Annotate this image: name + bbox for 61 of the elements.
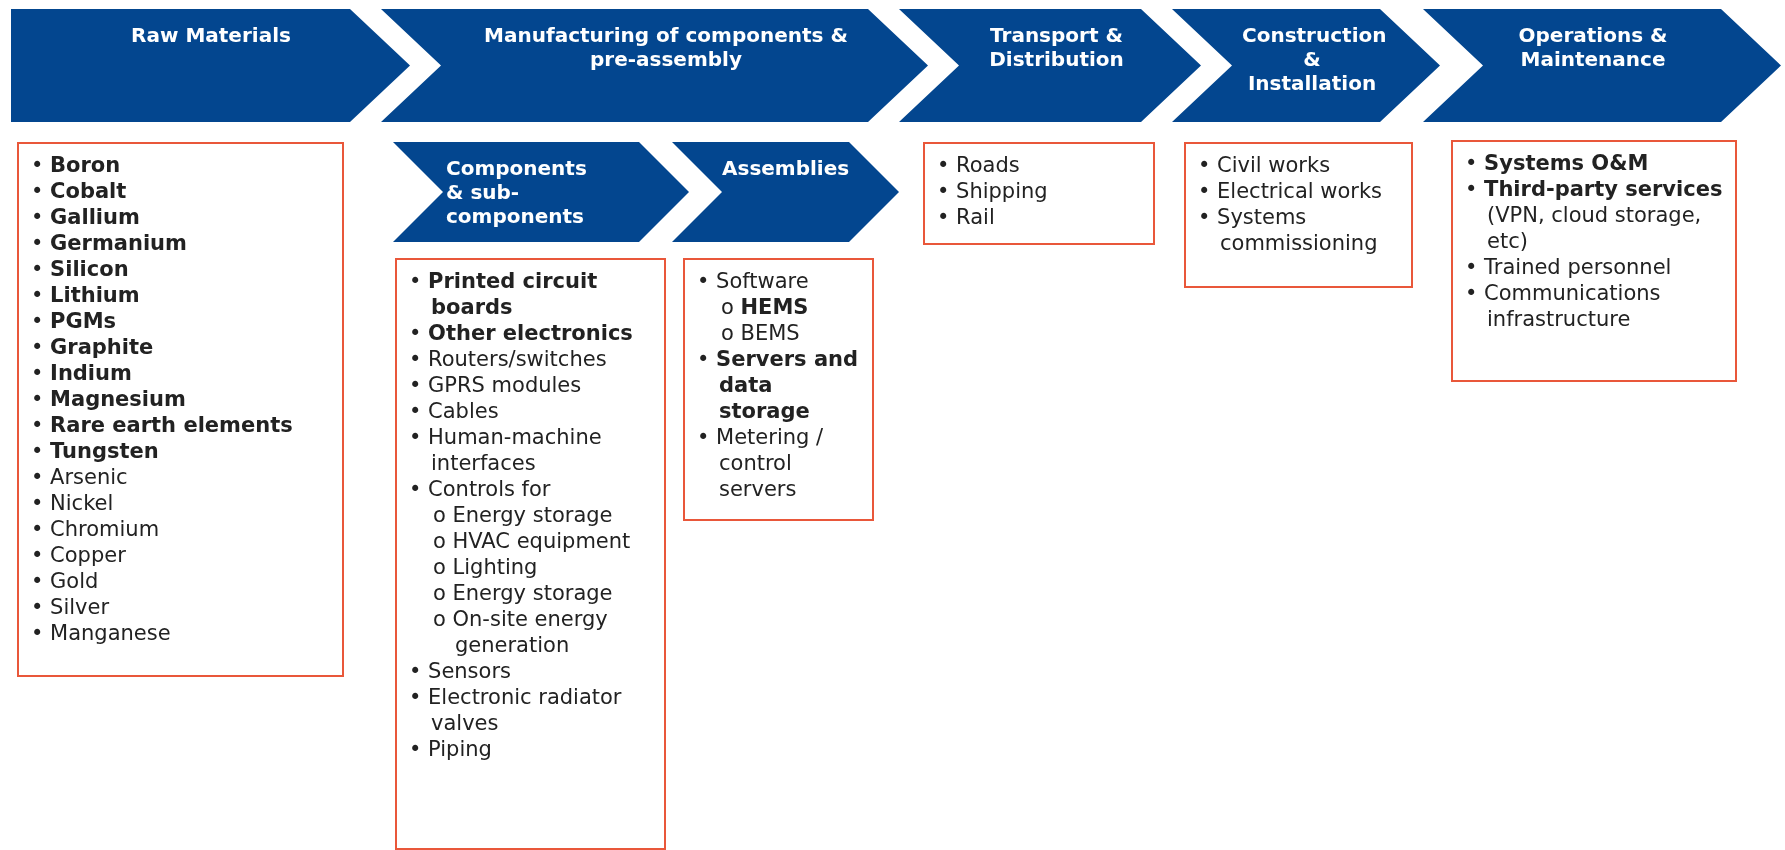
list-box (395, 258, 666, 850)
list-item: • Human-machine interfaces (409, 424, 603, 476)
stage-title: Components & sub-components (446, 156, 588, 228)
list-item: • Germanium (31, 230, 188, 256)
list-item: o On-site energy generation (433, 606, 609, 658)
list-item: • Arsenic (31, 464, 129, 490)
list-item: • Roads (937, 152, 1021, 178)
list-item: • Rare earth elements (31, 412, 294, 438)
list-item: • Software (697, 268, 810, 294)
list-item: o Energy storage (433, 502, 614, 528)
list-item: • Sensors (409, 658, 512, 684)
stage-title: Manufacturing of components & pre-assembly (483, 23, 849, 71)
list-item: • Lithium (31, 282, 141, 308)
list-item: • Cobalt (31, 178, 128, 204)
list-item: • Nickel (31, 490, 115, 516)
list-item: • Third-party services (VPN, cloud storage, etc) (1465, 176, 1724, 254)
list-item: • Cables (409, 398, 500, 424)
list-box (923, 142, 1155, 245)
list-item: o BEMS (721, 320, 801, 346)
list-item: • Systems O&M (1465, 150, 1650, 176)
list-item: • Electrical works (1198, 178, 1384, 204)
list-item: • PGMs (31, 308, 118, 334)
list-item: o Energy storage (433, 580, 614, 606)
list-item: • Rail (937, 204, 996, 230)
list-item: • Trained personnel (1465, 254, 1673, 280)
list-item: • Shipping (937, 178, 1049, 204)
list-item: • GPRS modules (409, 372, 583, 398)
list-box (1451, 140, 1737, 382)
stage-title: Assemblies (722, 156, 851, 180)
list-item: • Gold (31, 568, 100, 594)
list-item: o HVAC equipment (433, 528, 632, 554)
list-item: o Lighting (433, 554, 539, 580)
list-item: • Systems commissioning (1198, 204, 1379, 256)
list-item: • Chromium (31, 516, 161, 542)
stage-title: Operations & Maintenance (1517, 23, 1669, 71)
list-box (17, 142, 344, 677)
list-item: • Printed circuit boards (409, 268, 599, 320)
list-item: • Copper (31, 542, 127, 568)
list-item: • Routers/switches (409, 346, 608, 372)
stage-title: Raw Materials (130, 23, 292, 47)
list-item: • Magnesium (31, 386, 187, 412)
list-item: • Controls for (409, 476, 552, 502)
list-item: • Indium (31, 360, 133, 386)
list-item: • Tungsten (31, 438, 160, 464)
list-item: • Electronic radiator valves (409, 684, 623, 736)
list-item: • Communications infrastructure (1465, 280, 1662, 332)
list-item: • Graphite (31, 334, 155, 360)
list-item: • Civil works (1198, 152, 1332, 178)
list-item: o HEMS (721, 294, 810, 320)
list-item: • Other electronics (409, 320, 634, 346)
stage-title: Transport & Distribution (988, 23, 1125, 71)
list-box (1184, 142, 1413, 288)
list-item: • Boron (31, 152, 122, 178)
list-item: • Servers and data storage (697, 346, 860, 424)
list-item: • Metering / control servers (697, 424, 825, 502)
list-box (683, 258, 874, 521)
list-item: • Gallium (31, 204, 141, 230)
list-item: • Silicon (31, 256, 130, 282)
list-item: • Piping (409, 736, 493, 762)
list-item: • Manganese (31, 620, 172, 646)
list-item: • Silver (31, 594, 111, 620)
